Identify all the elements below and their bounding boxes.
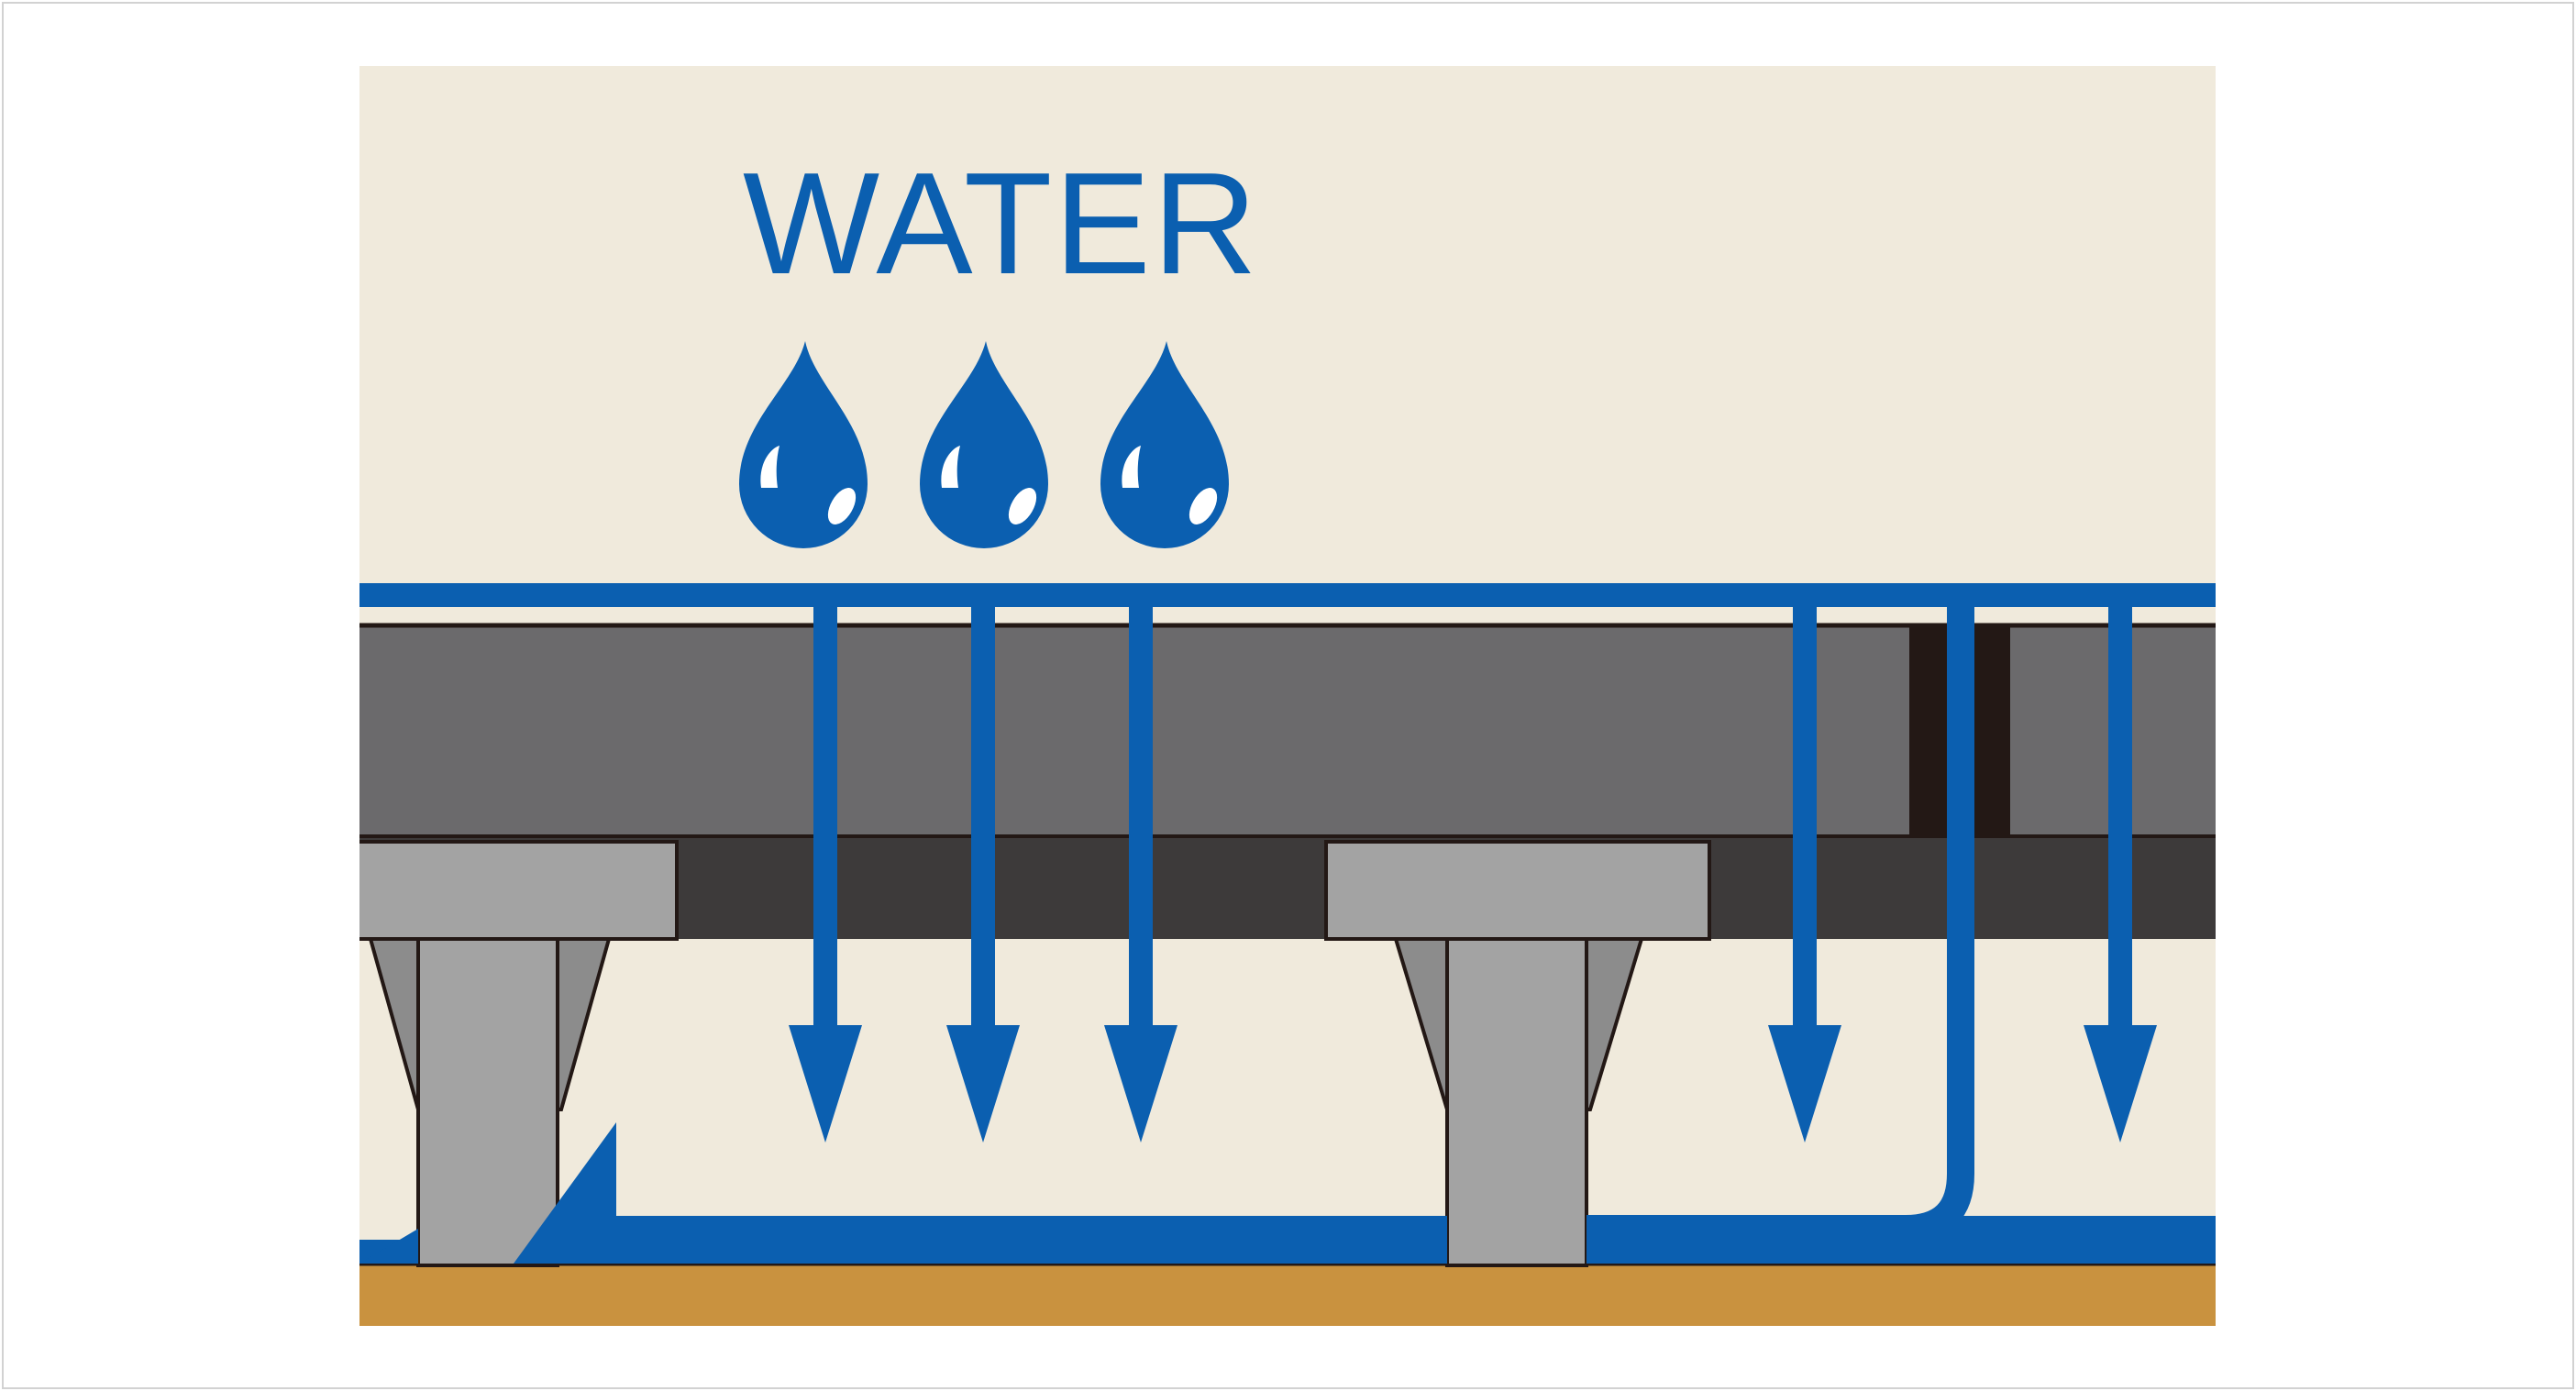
pedestal-support-middle [1324,840,1711,1267]
downflow-arrow-3 [1104,607,1177,1143]
water-label: WATER [743,143,1259,304]
ground-layer [359,1265,2216,1326]
deck-slab [359,625,2216,836]
water-drop-icon [1100,341,1229,548]
drain-channel-right [1961,1216,2216,1264]
surface-water-film [359,583,2216,607]
downflow-arrow-4 [1768,607,1841,1143]
downflow-arrow-1 [789,607,862,1143]
downflow-arrow-5 [2084,607,2157,1143]
water-drop-icon [739,341,868,548]
water-drop-icon [920,341,1048,548]
downflow-arrow-2 [946,607,1020,1143]
drain-channel-center [558,1216,1447,1264]
pedestal-support-left [359,840,679,1267]
channel-flow-arrow [514,1122,616,1264]
drain-channel-middle [1587,1216,1972,1264]
channel-outflow-wedge [359,1229,418,1264]
